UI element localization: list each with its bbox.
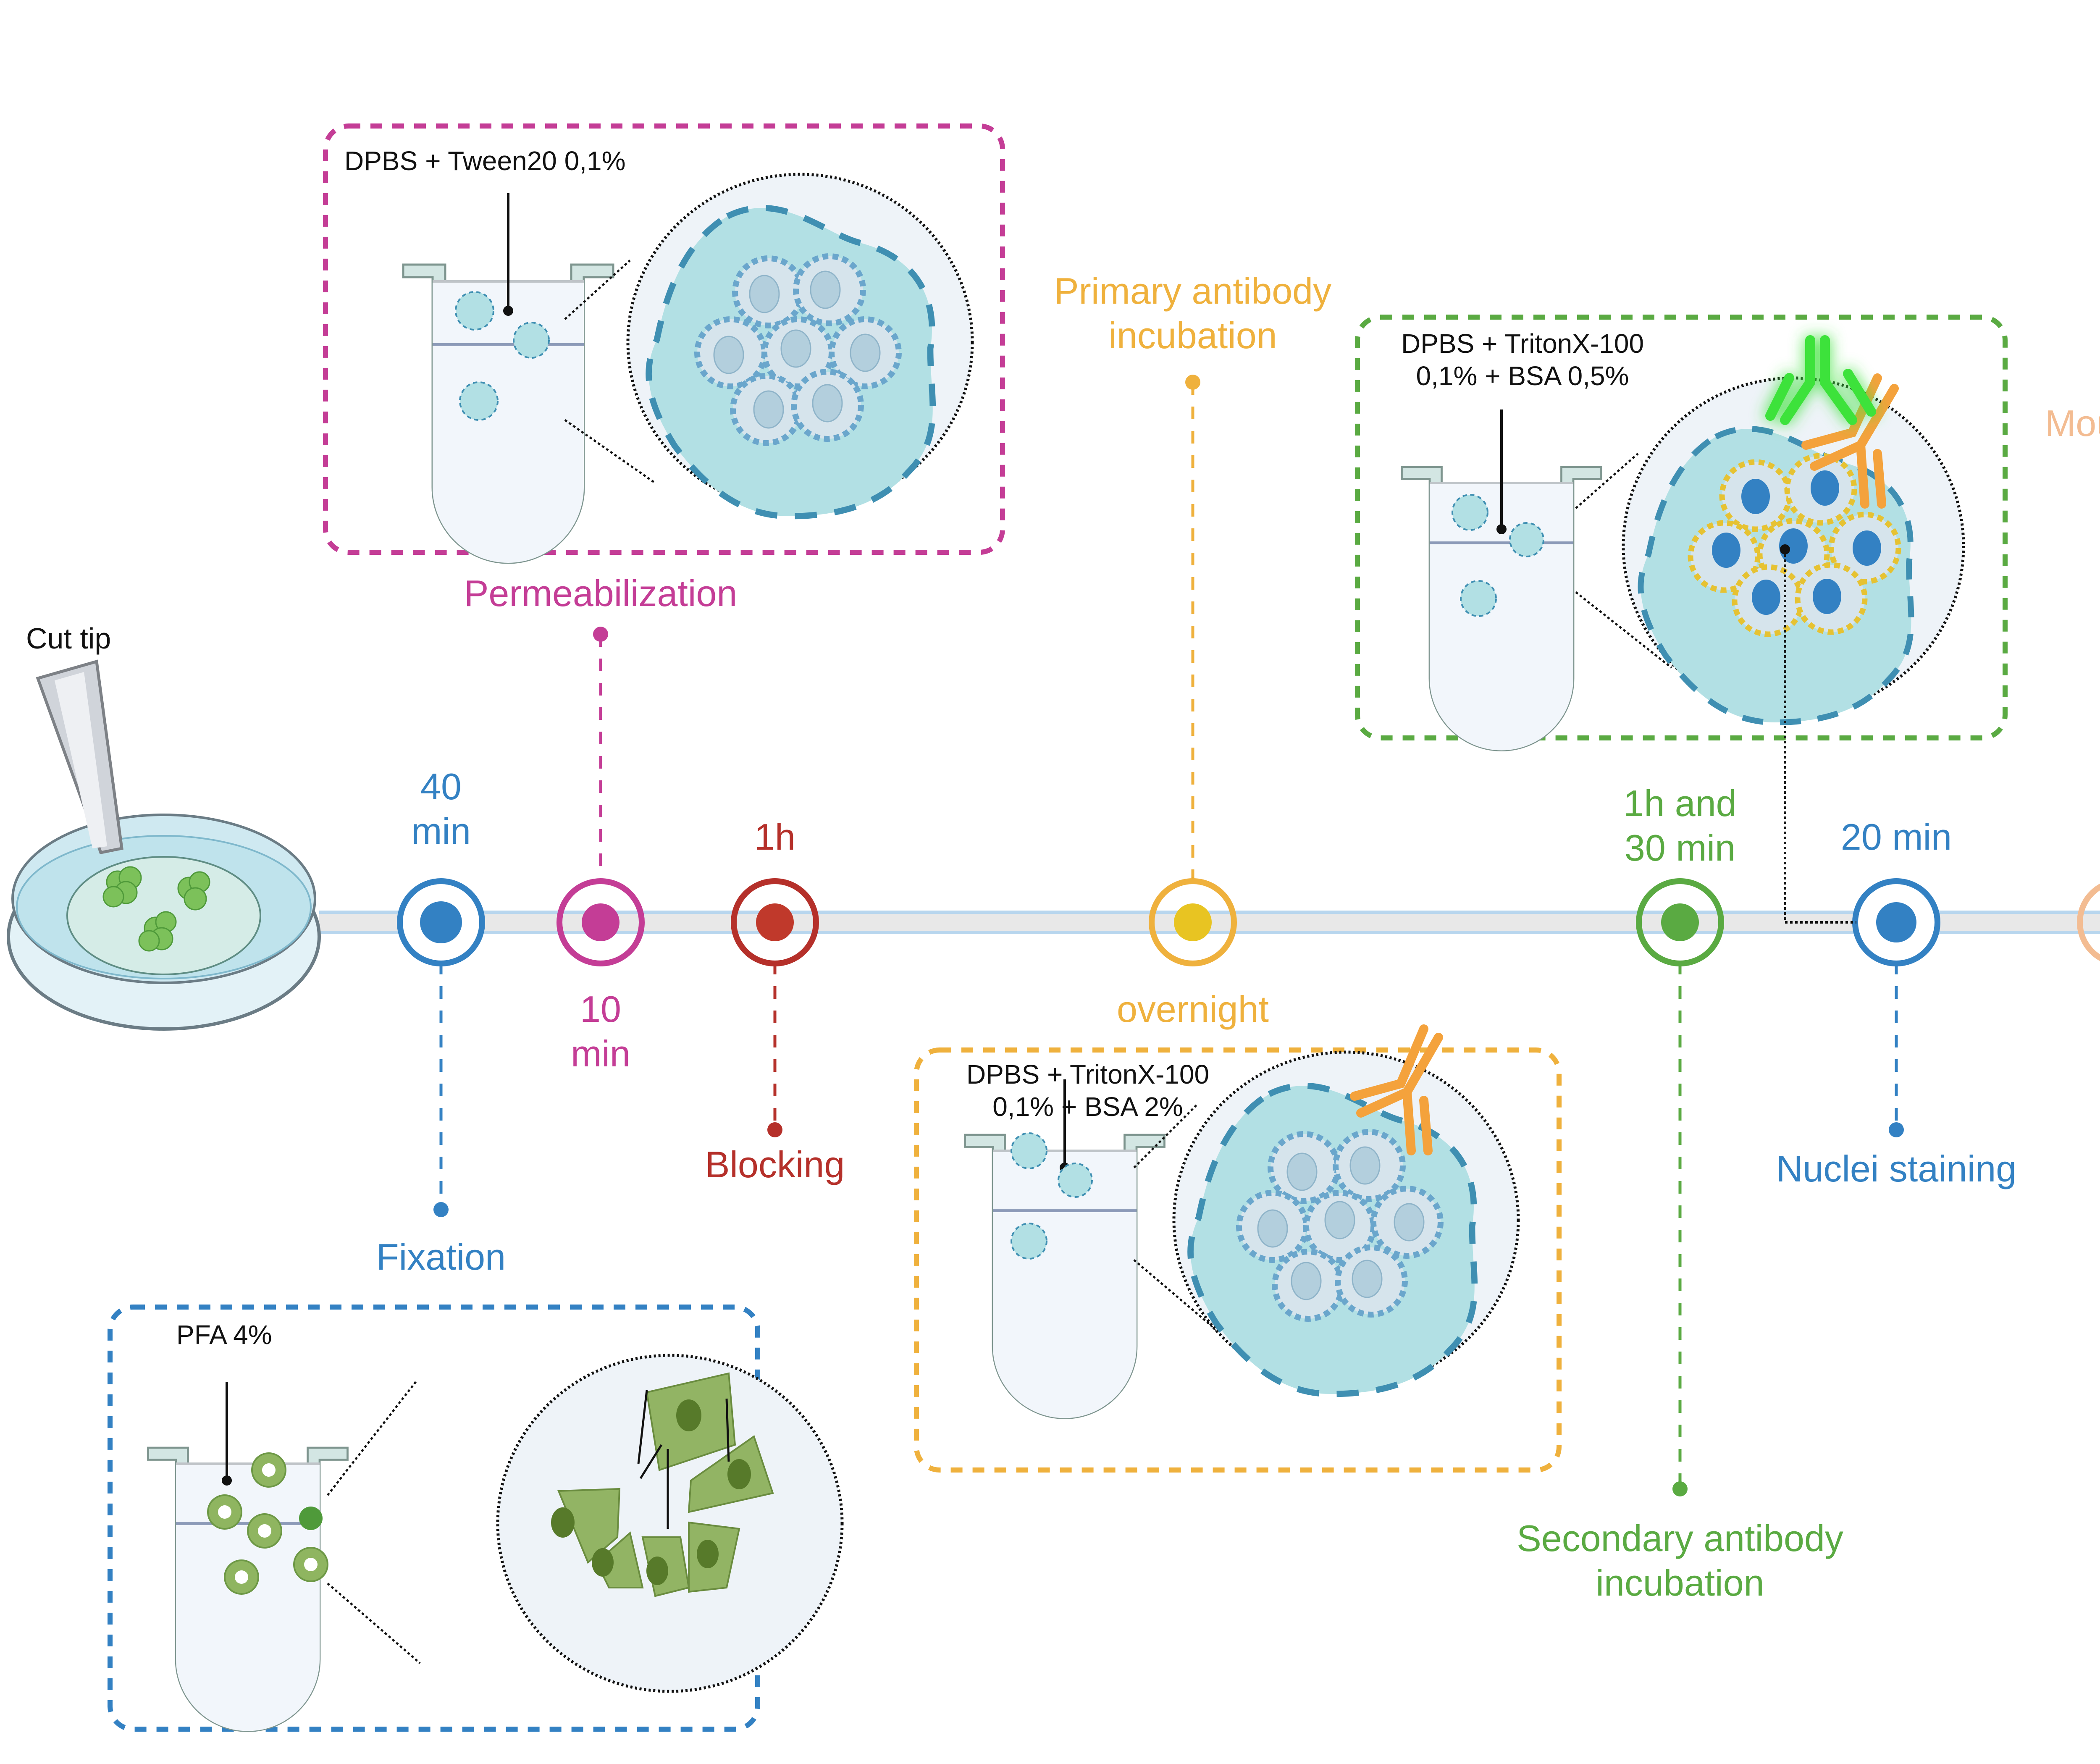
primary-solution-line1: DPBS + TritonX-100 — [966, 1059, 1210, 1089]
secondary-duration-line1: 1h and — [1623, 782, 1737, 824]
primary-label-line1: Primary antibody — [1054, 270, 1332, 312]
secondary-label-line2: incubation — [1596, 1562, 1764, 1604]
primary-solution: DPBS + TritonX-100 0,1% + BSA 2% — [945, 1058, 1231, 1123]
nuclei-connector — [1784, 549, 1856, 924]
secondary-label-line1: Secondary antibody — [1517, 1517, 1843, 1559]
blocking-duration: 1h — [754, 816, 795, 858]
primary-label-line2: incubation — [1108, 314, 1277, 356]
secondary-duration-line2: 30 min — [1624, 827, 1736, 869]
fixation-duration-line1: 40 — [420, 766, 462, 807]
timeline-node-fixation — [397, 878, 485, 966]
fixation-duration: 40 min — [391, 764, 491, 853]
nuclei-duration: 20 min — [1840, 816, 1952, 858]
timeline-node-nuclei — [1852, 878, 1940, 966]
timeline-node-mounting — [2077, 883, 2100, 961]
blocking-label: Blocking — [705, 1144, 845, 1185]
cut-tip-label: Cut tip — [26, 622, 111, 655]
primary-label: Primary antibody incubation — [983, 269, 1403, 357]
petri-dish-icon — [7, 814, 321, 1031]
timeline-node-permeabilization — [556, 878, 645, 966]
fixation-label: Fixation — [376, 1236, 506, 1278]
timeline-node-blocking — [731, 878, 819, 966]
primary-solution-line2: 0,1% + BSA 2% — [992, 1091, 1183, 1122]
pipette-icon — [36, 659, 123, 855]
secondary-solution-line1: DPBS + TritonX-100 — [1401, 328, 1644, 359]
mounting-label: Mounting — [2045, 402, 2100, 444]
timeline-node-secondary — [1636, 878, 1724, 966]
fixation-solution: PFA 4% — [176, 1320, 272, 1350]
permeabilization-duration-line2: min — [571, 1032, 630, 1074]
secondary-solution: DPBS + TritonX-100 0,1% + BSA 0,5% — [1380, 328, 1665, 392]
secondary-solution-line2: 0,1% + BSA 0,5% — [1416, 360, 1629, 391]
permeabilization-duration: 10 min — [550, 987, 651, 1076]
secondary-duration: 1h and 30 min — [1575, 781, 1785, 870]
fixation-panel — [108, 1305, 844, 1731]
permeabilization-duration-line1: 10 — [580, 988, 621, 1030]
fixation-duration-line2: min — [411, 810, 471, 852]
permeabilization-panel — [323, 123, 1005, 563]
permeabilization-label: Permeabilization — [464, 572, 738, 614]
timeline-node-primary — [1149, 878, 1237, 966]
nuclei-label: Nuclei staining — [1776, 1148, 2017, 1189]
secondary-label: Secondary antibody incubation — [1449, 1516, 1911, 1605]
primary-panel — [914, 1024, 1562, 1473]
primary-duration: overnight — [1116, 988, 1269, 1030]
secondary-panel — [1355, 315, 2008, 751]
permeabilization-solution: DPBS + Tween20 0,1% — [344, 146, 626, 176]
